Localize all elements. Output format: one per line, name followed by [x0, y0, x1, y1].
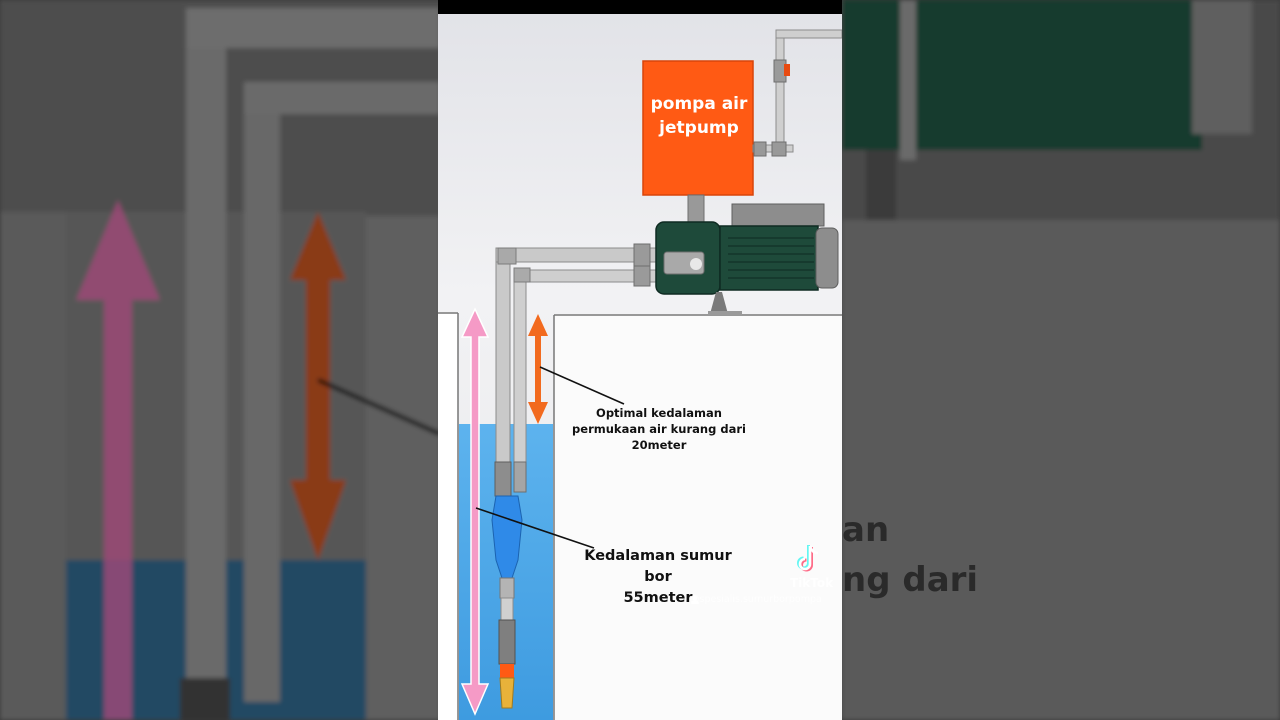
well-pump-diagram	[438, 0, 842, 720]
pump-label-line-2: jetpump	[659, 118, 739, 138]
blurred-text-fragment-2: ng dari	[842, 560, 979, 600]
optimal-label-line-3: 20meter	[631, 438, 687, 452]
depth-label-line-2: 55meter	[623, 590, 693, 606]
optimal-depth-label: Optimal kedalaman permukaan air kurang d…	[571, 405, 747, 453]
tiktok-brand-text: TikTok	[790, 576, 834, 590]
top-bar	[438, 0, 842, 14]
well-depth-label: Kedalaman sumur bor 55meter	[570, 546, 746, 609]
tiktok-username: @spesialis.sumurborpompa	[690, 594, 822, 605]
valve-handle	[784, 64, 790, 76]
optimal-callout-line	[539, 366, 625, 405]
water-level-depth-arrow	[528, 314, 548, 424]
optimal-label-line-1: Optimal kedalaman	[596, 406, 722, 420]
well-depth-arrow	[460, 307, 490, 716]
depth-label-line-1: Kedalaman sumur bor	[584, 548, 732, 585]
pump-label-line-1: pompa air	[650, 94, 748, 114]
optimal-label-line-2: permukaan air kurang dari	[572, 422, 746, 436]
video-frame: pompa air jetpump Optimal kedalaman perm…	[438, 0, 842, 720]
tiktok-logo-icon	[797, 545, 819, 572]
jet-pump-motor	[655, 203, 839, 315]
blurred-text-fragment-1: an	[842, 510, 890, 550]
pressure-tank	[642, 60, 754, 226]
pipes	[494, 243, 657, 497]
ground-surface	[438, 312, 842, 720]
user-icon	[691, 595, 699, 604]
depth-callout-line	[475, 507, 595, 549]
pump-label: pompa air jetpump	[643, 92, 755, 140]
outlet-pipe	[752, 29, 842, 157]
